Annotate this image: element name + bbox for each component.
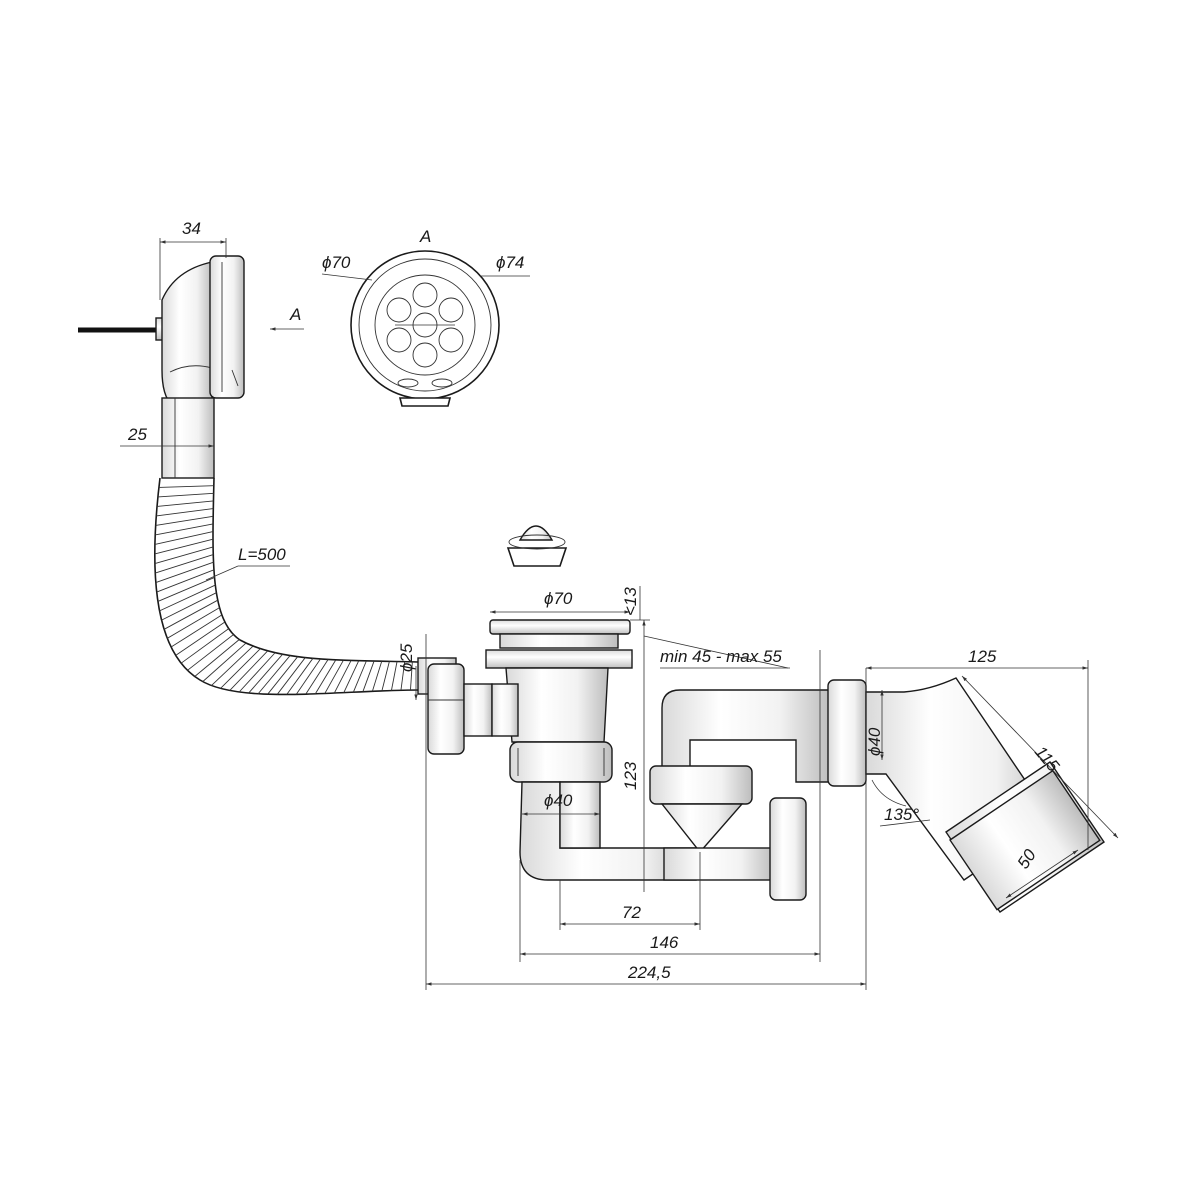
hose-rib	[161, 592, 217, 621]
hose-rib	[158, 485, 214, 488]
dim-flange-height: <13	[621, 587, 640, 616]
hose-rib	[154, 546, 214, 564]
hose-rib	[286, 658, 314, 695]
hose-rib	[175, 621, 226, 656]
trap	[519, 679, 900, 901]
dim-plug-diameter: ϕ70	[544, 589, 573, 608]
hose-rib	[295, 658, 321, 695]
overflow-assembly	[78, 255, 245, 401]
hose-rib	[180, 628, 229, 664]
hose-rib	[352, 660, 367, 693]
hose-rib	[155, 523, 214, 536]
hose-rib	[155, 554, 214, 574]
hose-rib	[157, 492, 214, 498]
hose-rib	[154, 538, 214, 555]
hose-rib	[257, 655, 291, 695]
grate-view	[350, 250, 500, 407]
hose-rib	[159, 584, 216, 612]
dim-25: 25	[127, 425, 147, 444]
hose-rib	[156, 500, 214, 507]
dim-34: 34	[182, 219, 201, 238]
hose-rib	[194, 639, 240, 677]
hose-rib	[202, 642, 247, 682]
dim-hose-length: L=500	[238, 545, 286, 564]
plug	[506, 525, 568, 567]
inlet-nut	[417, 657, 493, 755]
dim-trap-diameter: ϕ40	[544, 791, 573, 810]
dim-trap-width: 146	[650, 933, 679, 952]
dim-inlet-diameter: ϕ25	[397, 643, 416, 672]
dim-outlet-angle: 135°	[884, 805, 919, 824]
arrow-label: A	[289, 305, 301, 324]
hose-rib	[314, 659, 337, 695]
hose-rib	[155, 515, 214, 526]
hose-rib	[167, 607, 220, 639]
hose-rib	[400, 661, 406, 691]
hose-rib	[157, 577, 215, 602]
hose-rib	[248, 654, 283, 694]
hose-rib	[390, 661, 398, 691]
view-label: A	[419, 227, 431, 246]
overflow-tube	[161, 397, 215, 479]
dim-outlet-offset: 125	[968, 647, 997, 666]
hose-rib	[170, 614, 223, 648]
hose-rib	[229, 650, 268, 691]
angled-outlet	[865, 677, 1105, 913]
hose-rib	[156, 508, 214, 517]
hose-rib	[324, 659, 344, 694]
hose-rib	[220, 648, 261, 689]
hose-rib	[267, 656, 299, 695]
hose-rib	[156, 569, 215, 593]
dim-trap-spacing: 72	[622, 903, 641, 922]
dimension-labels: A A 34 25 L=500 ϕ70 ϕ74 ϕ70 <13 ϕ25 min …	[127, 219, 1063, 982]
drain-body	[485, 619, 633, 783]
hose-rib	[362, 660, 375, 692]
hose-rib	[163, 599, 218, 630]
dim-trap-height: 123	[621, 761, 640, 790]
dim-grate-outer: ϕ74	[496, 253, 524, 272]
dim-overall-width: 224,5	[627, 963, 671, 982]
hose-rib	[238, 652, 276, 693]
hose-rib	[154, 531, 214, 545]
hose-rib	[155, 561, 214, 583]
dim-outlet-diameter: ϕ40	[865, 727, 884, 756]
hose-rib	[410, 661, 413, 691]
hose-rib	[305, 659, 329, 695]
dim-grate-inner: ϕ70	[322, 253, 351, 272]
hose-rib	[276, 657, 306, 695]
hose-rib	[343, 660, 360, 693]
dim-trap-range: min 45 - max 55	[660, 647, 782, 666]
hose-rib	[371, 661, 383, 692]
hose-rib	[211, 645, 254, 686]
hose-rib	[381, 661, 390, 691]
corrugated-hose	[153, 477, 421, 696]
hose-rib	[187, 634, 234, 671]
hose-rib	[333, 660, 352, 694]
dimension-lines	[120, 238, 1119, 990]
